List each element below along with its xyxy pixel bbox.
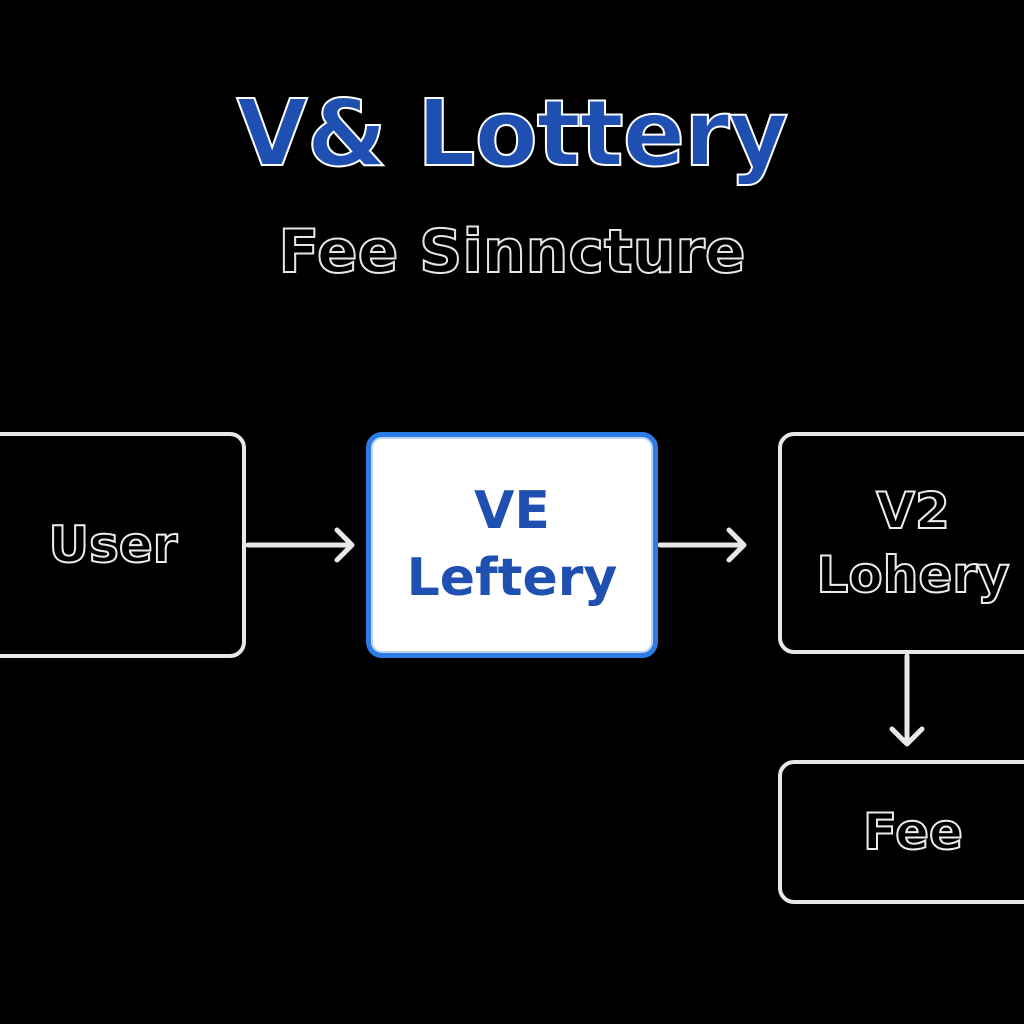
arrow-ve-to-v2 xyxy=(657,527,747,563)
node-fee-label: Fee xyxy=(862,802,964,862)
node-fee: Fee xyxy=(778,760,1024,904)
node-user: User xyxy=(0,432,246,658)
arrow-user-to-ve xyxy=(245,527,355,563)
arrow-v2-to-fee xyxy=(889,653,925,747)
node-user-label: User xyxy=(48,515,179,575)
node-v2-lohery: V2 Lohery xyxy=(778,432,1024,654)
node-ve-leftery: VE Leftery xyxy=(366,432,658,658)
diagram-subtitle: Fee Sinncture xyxy=(277,217,746,287)
node-v2-lohery-label: V2 Lohery xyxy=(816,481,1011,605)
diagram-title: V& Lottery xyxy=(236,80,790,187)
node-ve-leftery-label: VE Leftery xyxy=(406,481,618,608)
